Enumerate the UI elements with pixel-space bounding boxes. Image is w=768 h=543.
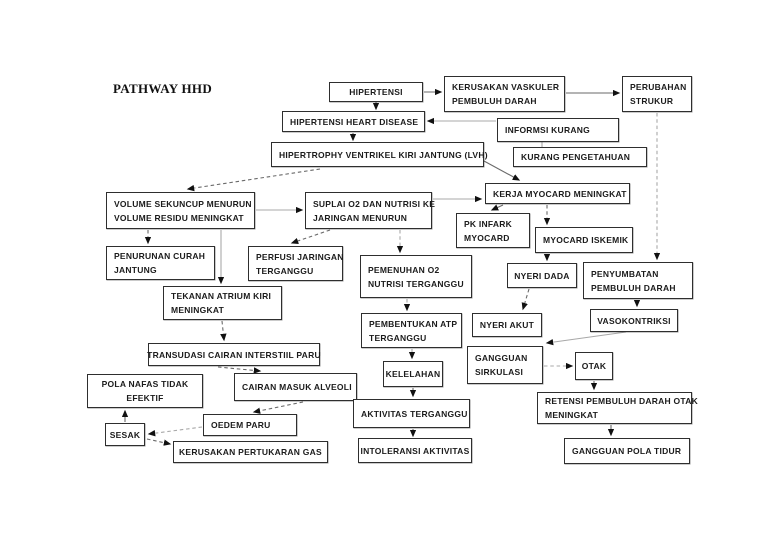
node-label: TEKANAN ATRIUM KIRI [171, 291, 272, 301]
node-label: POLA NAFAS TIDAK [101, 379, 189, 389]
node-label: GANGGUAN POLA TIDUR [572, 446, 682, 456]
edge-vasokontriksi-to-gangguansirkulasi [545, 331, 627, 346]
edge-transudasi-to-cairan [217, 366, 262, 374]
node-gangguan-sirkulasi: GANGGUAN SIRKULASI [467, 346, 543, 384]
node-kurang-pengetahuan: KURANG PENGETAHUAN [513, 147, 647, 167]
node-label: MYOCARD ISKEMIK [543, 235, 629, 245]
edge-hipertrophy-to-kerja [483, 160, 521, 181]
node-suplai-o2: SUPLAI O2 DAN NUTRISI KE JARINGAN MENURUN [305, 192, 436, 229]
node-label: NYERI AKUT [479, 320, 535, 330]
node-label: PERFUSI JARINGAN [256, 251, 344, 262]
node-label: TERGANGGU [256, 265, 314, 276]
node-label: PEMBENTUKAN ATP [369, 318, 458, 329]
node-pk-infark: PK INFARK MYOCARD [456, 213, 530, 248]
node-label: SESAK [109, 429, 141, 440]
node-perubahan-strukur: PERUBAHAN STRUKUR [622, 76, 692, 112]
node-label: MENINGKAT [171, 305, 225, 315]
edge-cairan-to-oedem [252, 401, 304, 414]
node-label: VOLUME SEKUNCUP MENURUN [114, 198, 252, 209]
node-label: SUPLAI O2 DAN NUTRISI KE [313, 198, 436, 209]
node-label: KELELAHAN [385, 369, 441, 379]
edge-suplai-to-perfusi [290, 229, 331, 245]
node-label: PERUBAHAN [630, 82, 687, 92]
node-label: TERGANGGU [369, 332, 427, 343]
node-label: OEDEM PARU [211, 420, 271, 430]
edge-sesak-to-kerusakangas [146, 438, 172, 446]
node-label: VASOKONTRIKSI [597, 315, 671, 326]
node-label: EFEKTIF [126, 393, 164, 403]
node-label: PENYUMBATAN [591, 268, 659, 279]
node-label: NYERI DADA [514, 270, 570, 281]
node-kerja-myocard: KERJA MYOCARD MENINGKAT [485, 183, 630, 204]
node-cairan-masuk: CAIRAN MASUK ALVEOLI [234, 373, 357, 401]
node-penyumbatan: PENYUMBATAN PEMBULUH DARAH [583, 262, 693, 299]
node-sesak: SESAK [105, 423, 145, 446]
node-label: KERUSAKAN VASKULER [452, 82, 560, 92]
node-hipertensi-heart-disease: HIPERTENSI HEART DISEASE [282, 111, 425, 132]
node-hipertensi: HIPERTENSI [329, 82, 423, 102]
node-label: KERJA MYOCARD MENINGKAT [493, 188, 627, 199]
node-label: MENINGKAT [545, 410, 599, 420]
node-perfusi-jaringan: PERFUSI JARINGAN TERGANGGU [248, 246, 343, 281]
node-label: KURANG PENGETAHUAN [521, 152, 631, 162]
node-label: JANTUNG [114, 265, 157, 275]
node-label: HIPERTENSI HEART DISEASE [290, 116, 419, 127]
node-retensi: RETENSI PEMBULUH DARAH OTAK MENINGKAT [537, 392, 698, 424]
node-label: PENURUNAN CURAH [114, 251, 206, 261]
node-aktivitas-terganggu: AKTIVITAS TERGANGGU [353, 399, 470, 428]
node-label: CAIRAN MASUK ALVEOLI [242, 382, 352, 392]
node-penurunan-curah: PENURUNAN CURAH JANTUNG [106, 246, 215, 280]
node-gangguan-pola-tidur: GANGGUAN POLA TIDUR [564, 438, 690, 464]
node-kerusakan-gas: KERUSAKAN PERTUKARAN GAS [173, 441, 328, 463]
edge-oedem-to-sesak [147, 426, 203, 437]
node-label: KERUSAKAN PERTUKARAN GAS [179, 447, 322, 457]
node-kerusakan-vaskuler: KERUSAKAN VASKULER PEMBULUH DARAH [444, 76, 565, 112]
node-nyeri-akut: NYERI AKUT [472, 313, 542, 337]
node-kelelahan: KELELAHAN [383, 361, 443, 387]
node-hipertrophy-lvh: HIPERTROPHY VENTRIKEL KIRI JANTUNG (LVH) [271, 142, 488, 167]
node-label: HIPERTENSI [349, 87, 403, 97]
node-label: INFORMSI KURANG [505, 125, 590, 135]
node-label: AKTIVITAS TERGANGGU [361, 408, 468, 419]
node-otak: OTAK [575, 352, 613, 380]
node-informsi-kurang: INFORMSI KURANG [497, 118, 619, 142]
node-label: PEMBULUH DARAH [591, 282, 676, 293]
node-label: PK INFARK [464, 218, 513, 229]
node-transudasi: TRANSUDASI CAIRAN INTERSTIIL PARU [147, 343, 321, 366]
node-label: HIPERTROPHY VENTRIKEL KIRI JANTUNG (LVH) [279, 149, 488, 160]
edge-hipertrophy-to-volume [186, 168, 321, 192]
node-label: GANGGUAN [475, 353, 528, 363]
node-myocard-iskemik: MYOCARD ISKEMIK [535, 227, 633, 253]
node-label: SIRKULASI [475, 367, 524, 377]
node-intoleransi: INTOLERANSI AKTIVITAS [358, 438, 472, 463]
node-label: JARINGAN MENURUN [313, 212, 408, 223]
node-nyeri-dada: NYERI DADA [507, 263, 577, 288]
edge-nyeridada-to-nyeriakut [521, 288, 530, 311]
node-pola-nafas: POLA NAFAS TIDAK EFEKTIF [87, 374, 203, 408]
node-label: RETENSI PEMBULUH DARAH OTAK [545, 396, 698, 406]
node-tekanan-atrium: TEKANAN ATRIUM KIRI MENINGKAT [163, 286, 282, 320]
node-label: VOLUME RESIDU MENINGKAT [114, 212, 244, 223]
edge-kerja-to-pkinfark [490, 204, 504, 211]
node-label: MYOCARD [464, 232, 510, 243]
edge-tekanan-to-transudasi [220, 320, 227, 342]
node-volume-sekuncup: VOLUME SEKUNCUP MENURUN VOLUME RESIDU MEN… [106, 192, 255, 229]
node-vasokontriksi: VASOKONTRIKSI [590, 309, 678, 332]
node-label: TRANSUDASI CAIRAN INTERSTIIL PARU [147, 349, 321, 360]
node-pembentukan-atp: PEMBENTUKAN ATP TERGANGGU [361, 313, 462, 348]
page-title: PATHWAY HHD [113, 81, 213, 96]
node-label: PEMENUHAN O2 [368, 264, 440, 275]
node-oedem-paru: OEDEM PARU [203, 414, 297, 436]
node-label: NUTRISI TERGANGGU [368, 278, 464, 289]
node-label: OTAK [581, 361, 607, 371]
node-label: PEMBULUH DARAH [452, 96, 537, 106]
node-pemenuhan-o2: PEMENUHAN O2 NUTRISI TERGANGGU [360, 255, 472, 298]
node-label: INTOLERANSI AKTIVITAS [360, 445, 470, 456]
node-label: STRUKUR [630, 96, 674, 106]
